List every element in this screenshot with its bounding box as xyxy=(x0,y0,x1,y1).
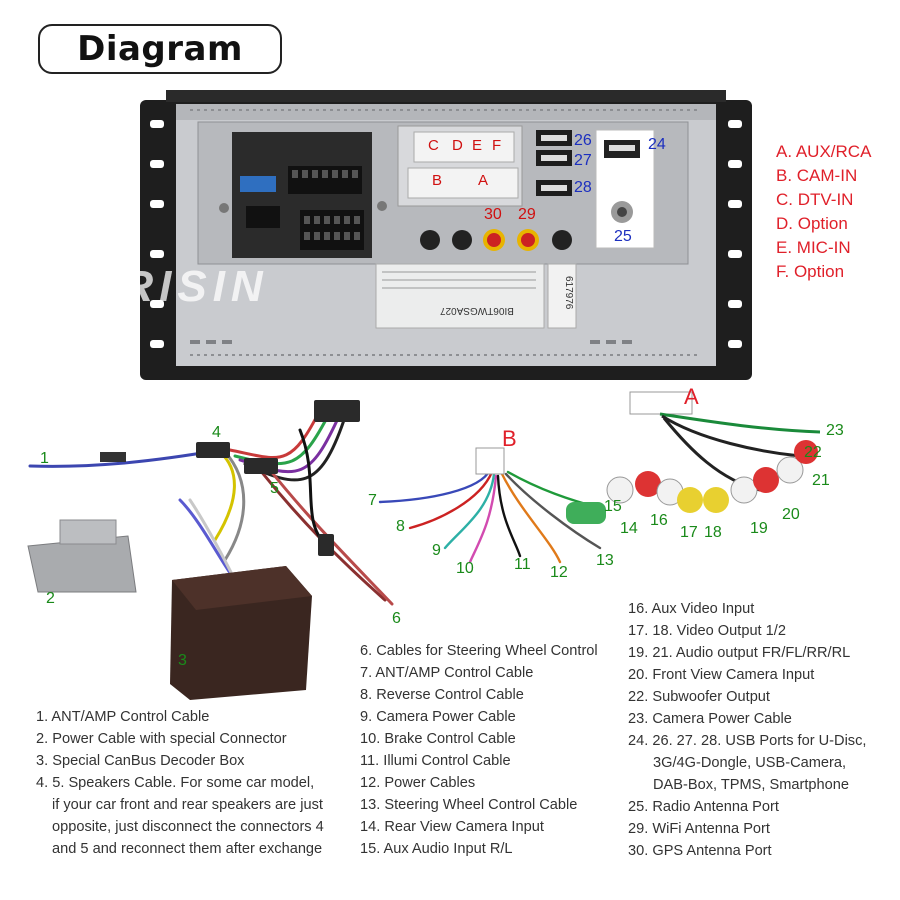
port-number-28: 28 xyxy=(574,179,592,196)
callout-14: 14 xyxy=(620,520,638,537)
callout-11: 11 xyxy=(514,556,531,573)
description-line: 29. WiFi Antenna Port xyxy=(628,821,770,837)
description-column-3: 16. Aux Video Input 17. 18. Video Output… xyxy=(628,598,866,862)
callout-5: 5 xyxy=(270,480,279,497)
brand-watermark: ERISIN xyxy=(86,262,269,311)
description-line: 7. ANT/AMP Control Cable xyxy=(360,665,534,681)
description-line: 16. Aux Video Input xyxy=(628,601,755,617)
description-line: if your car front and rear speakers are … xyxy=(52,797,323,813)
description-line: 14. Rear View Camera Input xyxy=(360,819,544,835)
sticker-label-code: BI06TWGSA027 xyxy=(440,305,514,316)
diagram-title-box: Diagram xyxy=(38,24,282,74)
description-line: 9. Camera Power Cable xyxy=(360,709,516,725)
callout-9: 9 xyxy=(432,542,441,559)
legend-item-c: C. DTV-IN xyxy=(776,190,854,209)
callout-1: 1 xyxy=(40,450,49,467)
callout-7: 7 xyxy=(368,492,377,509)
description-line: 2. Power Cable with special Connector xyxy=(36,731,287,747)
description-line: 22. Subwoofer Output xyxy=(628,689,770,705)
description-line: 15. Aux Audio Input R/L xyxy=(360,841,513,857)
callout-2: 2 xyxy=(46,590,55,607)
description-line: 19. 21. Audio output FR/FL/RR/RL xyxy=(628,645,851,661)
connector-legend: A. AUX/RCA B. CAM-IN C. DTV-IN D. Option… xyxy=(776,140,871,284)
description-line: and 5 and reconnect them after exchange xyxy=(52,841,323,857)
description-line: DAB-Box, TPMS, Smartphone xyxy=(653,777,850,793)
callout-21: 21 xyxy=(812,472,830,489)
callout-23: 23 xyxy=(826,422,844,439)
callout-4: 4 xyxy=(212,424,221,441)
description-line: 4. 5. Speakers Cable. For some car model… xyxy=(36,775,315,791)
description-line: 13. Steering Wheel Control Cable xyxy=(360,797,578,813)
legend-item-e: E. MIC-IN xyxy=(776,238,851,257)
sticker-serial: 617976 xyxy=(563,276,574,310)
callout-13: 13 xyxy=(596,552,614,569)
description-line: 3. Special CanBus Decoder Box xyxy=(36,753,245,769)
connector-letter-b: B xyxy=(432,172,443,189)
callout-3: 3 xyxy=(178,652,187,669)
description-line: 1. ANT/AMP Control Cable xyxy=(36,709,210,725)
harness-label-b: B xyxy=(502,426,517,451)
legend-item-b: B. CAM-IN xyxy=(776,166,858,185)
callout-22: 22 xyxy=(804,444,822,461)
description-line: 6. Cables for Steering Wheel Control xyxy=(360,643,598,659)
callout-16: 16 xyxy=(650,512,668,529)
description-line: 8. Reverse Control Cable xyxy=(360,687,524,703)
callout-6: 6 xyxy=(392,610,401,627)
port-number-27: 27 xyxy=(574,152,592,169)
connector-letter-a: A xyxy=(478,172,489,189)
connector-letter-e: E xyxy=(472,137,483,154)
port-number-29: 29 xyxy=(518,206,536,223)
description-column-2: 6. Cables for Steering Wheel Control 7. … xyxy=(360,640,598,860)
description-line: opposite, just disconnect the connectors… xyxy=(52,819,324,835)
port-number-30: 30 xyxy=(484,206,502,223)
connector-letter-c: C xyxy=(428,137,439,154)
callout-10: 10 xyxy=(456,560,474,577)
callout-18: 18 xyxy=(704,524,722,541)
port-number-24: 24 xyxy=(648,136,666,153)
description-line: 3G/4G-Dongle, USB-Camera, xyxy=(653,755,847,771)
description-line: 12. Power Cables xyxy=(360,775,476,791)
description-column-1: 1. ANT/AMP Control Cable 2. Power Cable … xyxy=(36,706,324,860)
page-title: Diagram xyxy=(77,29,243,69)
description-line: 30. GPS Antenna Port xyxy=(628,843,772,859)
description-line: 10. Brake Control Cable xyxy=(360,731,516,747)
callout-17: 17 xyxy=(680,524,698,541)
description-line: 20. Front View Camera Input xyxy=(628,667,815,683)
description-line: 23. Camera Power Cable xyxy=(628,711,792,727)
legend-item-d: D. Option xyxy=(776,214,848,233)
callout-19: 19 xyxy=(750,520,768,537)
callout-15: 15 xyxy=(604,498,622,515)
harness-label-a: A xyxy=(684,384,699,409)
description-line: 17. 18. Video Output 1/2 xyxy=(628,623,786,639)
description-line: 11. Illumi Control Cable xyxy=(360,753,511,769)
legend-item-a: A. AUX/RCA xyxy=(776,142,872,161)
connector-letter-f: F xyxy=(492,137,502,154)
port-number-26: 26 xyxy=(574,132,592,149)
callout-8: 8 xyxy=(396,518,405,535)
legend-item-f: F. Option xyxy=(776,262,845,281)
callout-12: 12 xyxy=(550,564,568,581)
connector-letter-d: D xyxy=(452,137,463,154)
description-line: 24. 26. 27. 28. USB Ports for U-Disc, xyxy=(628,733,867,749)
port-number-25: 25 xyxy=(614,228,632,245)
callout-20: 20 xyxy=(782,506,800,523)
description-line: 25. Radio Antenna Port xyxy=(628,799,779,815)
